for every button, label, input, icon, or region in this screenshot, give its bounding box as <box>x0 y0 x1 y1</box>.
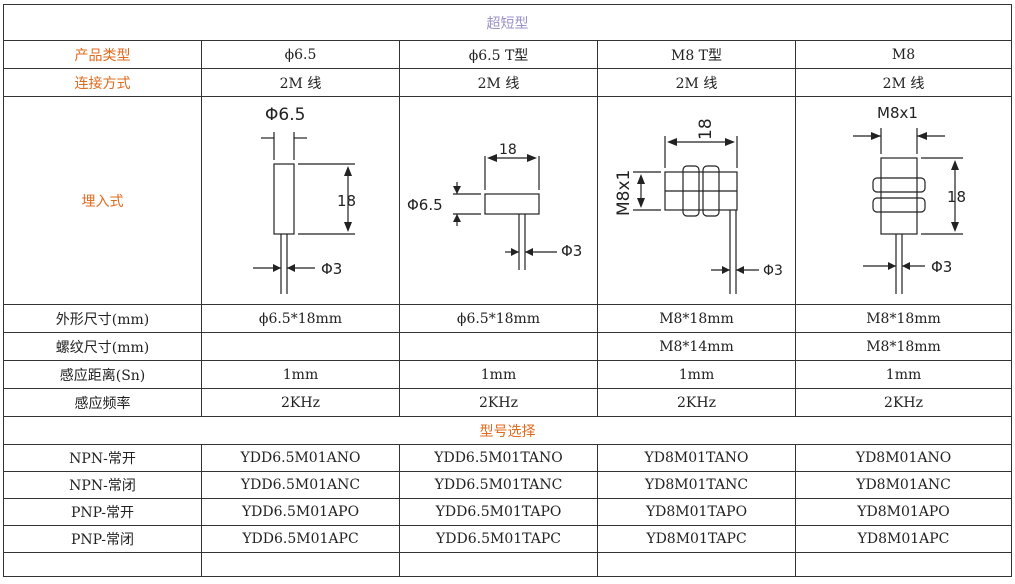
connection-cell: 2M 线 <box>597 68 796 97</box>
spec-cell: 2KHz <box>597 388 796 417</box>
model-label: NPN-常开 <box>3 444 202 472</box>
model-row: PNP-常闭 YDD6.5M01APC YDD6.5M01TAPC YD8M01… <box>3 525 1013 553</box>
spec-cell: ϕ6.5*18mm <box>201 304 400 333</box>
model-cell: YD8M01TANO <box>597 444 796 472</box>
spec-cell: 1mm <box>399 360 598 389</box>
model-cell: YD8M01TAPC <box>597 525 796 553</box>
spec-label: 感应距离(Sn) <box>3 360 202 389</box>
spec-label: 外形尺寸(mm) <box>3 304 202 333</box>
spec-cell: 1mm <box>794 360 1013 389</box>
cable-diameter-label: Φ3 <box>763 263 783 279</box>
length-label: 18 <box>696 118 716 140</box>
spec-cell: M8*14mm <box>597 332 796 361</box>
connection-cell: 2M 线 <box>399 68 598 97</box>
empty-row <box>3 552 1013 577</box>
spec-cell: M8*18mm <box>597 304 796 333</box>
drawing-row: 埋入式 <box>3 96 1013 305</box>
product-type-row: 产品类型 ϕ6.5 ϕ6.5 T型 M8 T型 M8 <box>3 40 1013 69</box>
cable-diameter-label: Φ3 <box>931 258 952 276</box>
spec-cell: 2KHz <box>399 388 598 417</box>
mount-type-label: 埋入式 <box>3 96 202 305</box>
spec-cell <box>399 332 598 361</box>
drawing-cell: 18 Φ6.5 Φ3 <box>399 96 598 305</box>
connection-row: 连接方式 2M 线 2M 线 2M 线 2M 线 <box>3 68 1013 97</box>
model-section-label: 型号选择 <box>2 416 1013 445</box>
product-type-label: 产品类型 <box>3 40 202 69</box>
model-label: NPN-常闭 <box>3 471 202 499</box>
model-cell: YDD6.5M01TANO <box>399 444 598 472</box>
spec-cell: M8*18mm <box>794 332 1013 361</box>
length-label: 18 <box>499 142 517 158</box>
spec-row: 外形尺寸(mm) ϕ6.5*18mm ϕ6.5*18mm M8*18mm M8*… <box>3 304 1013 333</box>
cable-diameter-label: Φ3 <box>561 242 582 260</box>
model-section-row: 型号选择 <box>2 416 1013 445</box>
model-label: PNP-常开 <box>3 498 202 526</box>
sensor-drawing-t-type: 18 Φ6.5 Φ3 <box>407 142 582 270</box>
page-title: 超短型 <box>2 4 1013 41</box>
diameter-label: Φ6.5 <box>407 196 443 214</box>
spec-cell: 1mm <box>201 360 400 389</box>
sensor-drawing-m8-t-type: 18 M8x1 Φ3 <box>614 118 783 294</box>
thread-label: M8x1 <box>877 104 918 122</box>
connection-cell: 2M 线 <box>201 68 400 97</box>
sensor-drawing-cylinder: Φ6.5 18 Φ3 <box>252 105 356 294</box>
spec-row: 感应距离(Sn) 1mm 1mm 1mm 1mm <box>3 360 1013 389</box>
spec-cell: M8*18mm <box>794 304 1013 333</box>
empty-cell <box>597 552 796 577</box>
model-cell: YD8M01TAPO <box>597 498 796 526</box>
model-cell: YD8M01ANO <box>794 444 1013 472</box>
model-cell: YDD6.5M01ANC <box>201 471 400 499</box>
empty-cell <box>794 552 1013 577</box>
drawing-cell: Φ6.5 18 Φ3 <box>201 96 400 305</box>
sensor-drawing-m8: M8x1 18 Φ3 <box>852 104 966 294</box>
model-cell: YD8M01APC <box>794 525 1013 553</box>
connection-label: 连接方式 <box>3 68 202 97</box>
length-label: 18 <box>947 188 966 206</box>
model-cell: YD8M01APO <box>794 498 1013 526</box>
model-cell: YDD6.5M01TAPO <box>399 498 598 526</box>
model-row: NPN-常闭 YDD6.5M01ANC YDD6.5M01TANC YD8M01… <box>3 471 1013 499</box>
diameter-label: Φ6.5 <box>265 105 305 125</box>
model-cell: YD8M01TANC <box>597 471 796 499</box>
model-cell: YDD6.5M01TANC <box>399 471 598 499</box>
model-cell: YDD6.5M01APC <box>201 525 400 553</box>
drawing-cell: M8x1 18 Φ3 <box>794 96 1013 305</box>
spec-cell: 2KHz <box>201 388 400 417</box>
product-type-cell: M8 <box>794 40 1013 69</box>
product-type-cell: ϕ6.5 T型 <box>399 40 598 69</box>
model-cell: YDD6.5M01APO <box>201 498 400 526</box>
drawing-cell: 18 M8x1 Φ3 <box>597 96 796 305</box>
model-cell: YDD6.5M01TAPC <box>399 525 598 553</box>
thread-label: M8x1 <box>614 169 634 215</box>
product-type-cell: M8 T型 <box>597 40 796 69</box>
spec-cell: 1mm <box>597 360 796 389</box>
spec-row: 感应频率 2KHz 2KHz 2KHz 2KHz <box>3 388 1013 417</box>
spec-label: 螺纹尺寸(mm) <box>3 332 202 361</box>
connection-cell: 2M 线 <box>794 68 1013 97</box>
model-label: PNP-常闭 <box>3 525 202 553</box>
cable-diameter-label: Φ3 <box>321 260 342 278</box>
spec-cell: 2KHz <box>794 388 1013 417</box>
length-label: 18 <box>337 192 356 210</box>
empty-cell <box>399 552 598 577</box>
product-type-cell: ϕ6.5 <box>201 40 400 69</box>
model-cell: YDD6.5M01ANO <box>201 444 400 472</box>
empty-cell <box>201 552 400 577</box>
spec-row: 螺纹尺寸(mm) M8*14mm M8*18mm <box>3 332 1013 361</box>
model-row: NPN-常开 YDD6.5M01ANO YDD6.5M01TANO YD8M01… <box>3 444 1013 472</box>
spec-cell <box>201 332 400 361</box>
spec-table: 超短型 产品类型 ϕ6.5 ϕ6.5 T型 M8 T型 M8 连接方式 2M 线… <box>2 4 1013 577</box>
title-row: 超短型 <box>2 4 1013 41</box>
spec-label: 感应频率 <box>3 388 202 417</box>
model-cell: YD8M01ANC <box>794 471 1013 499</box>
model-row: PNP-常开 YDD6.5M01APO YDD6.5M01TAPO YD8M01… <box>3 498 1013 526</box>
spec-cell: ϕ6.5*18mm <box>399 304 598 333</box>
empty-cell <box>3 552 202 577</box>
